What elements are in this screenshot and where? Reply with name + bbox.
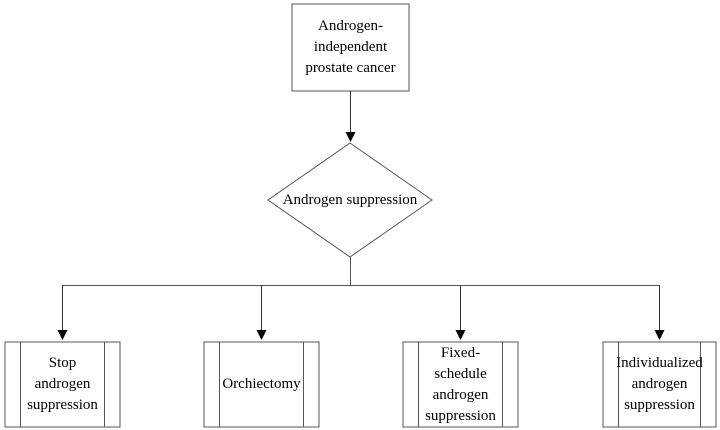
top-node-box xyxy=(291,3,410,92)
option-3-box xyxy=(402,341,519,428)
option-4-label: Individualized androgen suppression xyxy=(616,355,703,413)
top-node-label: Androgen- independent prostate cancer xyxy=(305,18,396,76)
decision-label: Androgen suppression xyxy=(282,191,418,208)
option-4-box xyxy=(602,341,717,428)
option-2-label: Orchiectomy xyxy=(222,376,301,392)
option-3-label: Fixed- schedule androgen suppression xyxy=(425,344,496,424)
option-1-label: Stop androgen suppression xyxy=(27,355,98,413)
option-2-box xyxy=(203,341,320,428)
option-1-box xyxy=(4,341,121,428)
